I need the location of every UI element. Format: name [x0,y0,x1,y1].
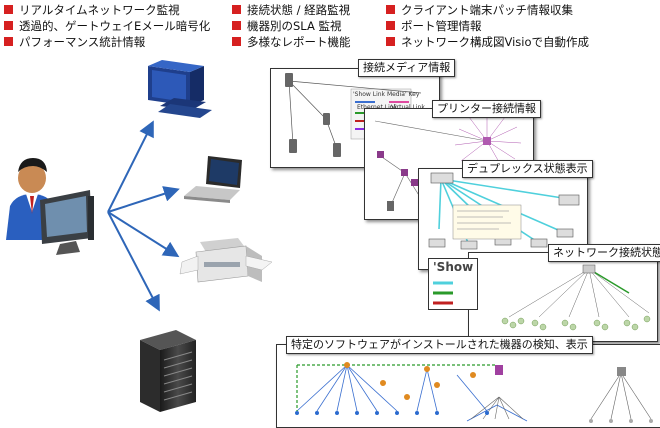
label-network-connection: ネットワーク接続状態 [548,244,660,262]
feature-item: リアルタイムネットワーク監視 [4,2,180,18]
bullet-icon [386,37,395,46]
monitor-icon [148,60,212,118]
arrow-to-server [107,211,160,312]
label-software-detection: 特定のソフトウェアがインストールされた機器の検知、表示 [286,336,593,354]
desktop-monitor-icon [40,190,94,255]
feature-item: 多様なレポート機能 [232,34,351,50]
key-item: Virtual Link [391,104,425,111]
bullet-icon [4,37,13,46]
printer-icon [179,238,273,283]
bullet-icon [232,5,241,14]
duplex-key: 'Show [428,258,478,310]
laptop-icon [184,156,242,203]
arrow-to-laptop [107,186,180,213]
feature-item: ネットワーク構成図Visioで自動作成 [386,34,589,50]
label-link-media: 接続メディア情報 [358,59,456,77]
feature-item: 接続状態 / 経路監視 [232,2,350,18]
panel-network-connection [468,252,658,342]
feature-item: クライアント端末パッチ情報収集 [386,2,573,18]
key-title: 'Show Link Media' Key [353,91,420,98]
label-duplex-status: デュプレックス状態表示 [462,160,593,178]
key-item: Ethernet Link [357,104,397,111]
arrow-to-printer [107,211,180,258]
feature-item: パフォーマンス統計情報 [4,34,145,50]
bullet-icon [4,5,13,14]
server-icon [140,330,196,412]
feature-item: 機器別のSLA 監視 [232,18,342,34]
bullet-icon [232,37,241,46]
key-title: 'Show [433,260,474,274]
feature-item: 透過的、ゲートウェイEメール暗号化 [4,18,210,34]
bullet-icon [4,21,13,30]
bullet-icon [232,21,241,30]
device-diagram [6,60,273,412]
arrows [107,120,180,312]
bullet-icon [386,21,395,30]
arrow-to-monitor [107,120,154,213]
bullet-icon [386,5,395,14]
label-printer-connection: プリンター接続情報 [432,100,541,118]
panel-software-detection [276,344,660,428]
feature-item: ポート管理情報 [386,18,482,34]
